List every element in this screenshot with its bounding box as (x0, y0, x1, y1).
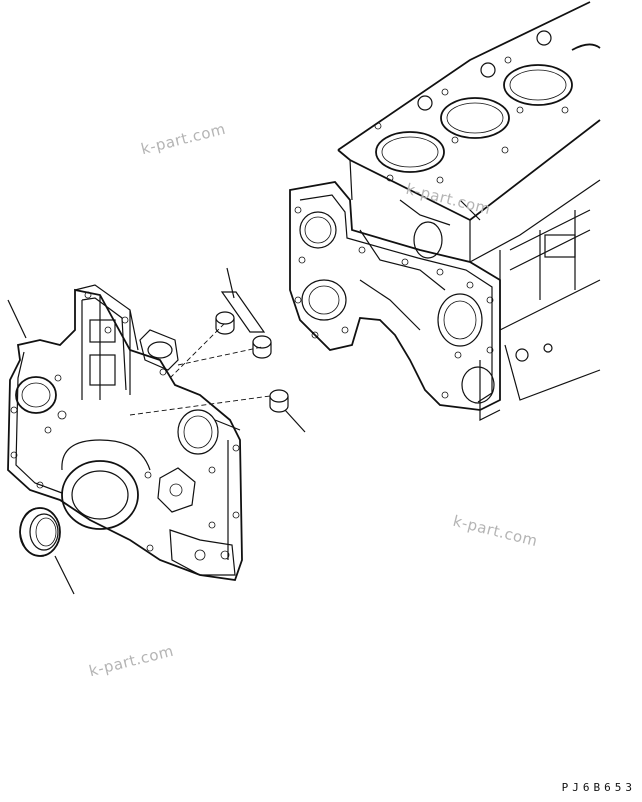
cap-plugs (215, 311, 289, 413)
leader-lines (7, 267, 306, 595)
oil-seal (19, 507, 61, 557)
drawing-code: PJ6B653 (561, 781, 636, 794)
front-cover (7, 284, 243, 581)
engine-block (289, 1, 601, 421)
assembly-lines (129, 322, 271, 416)
